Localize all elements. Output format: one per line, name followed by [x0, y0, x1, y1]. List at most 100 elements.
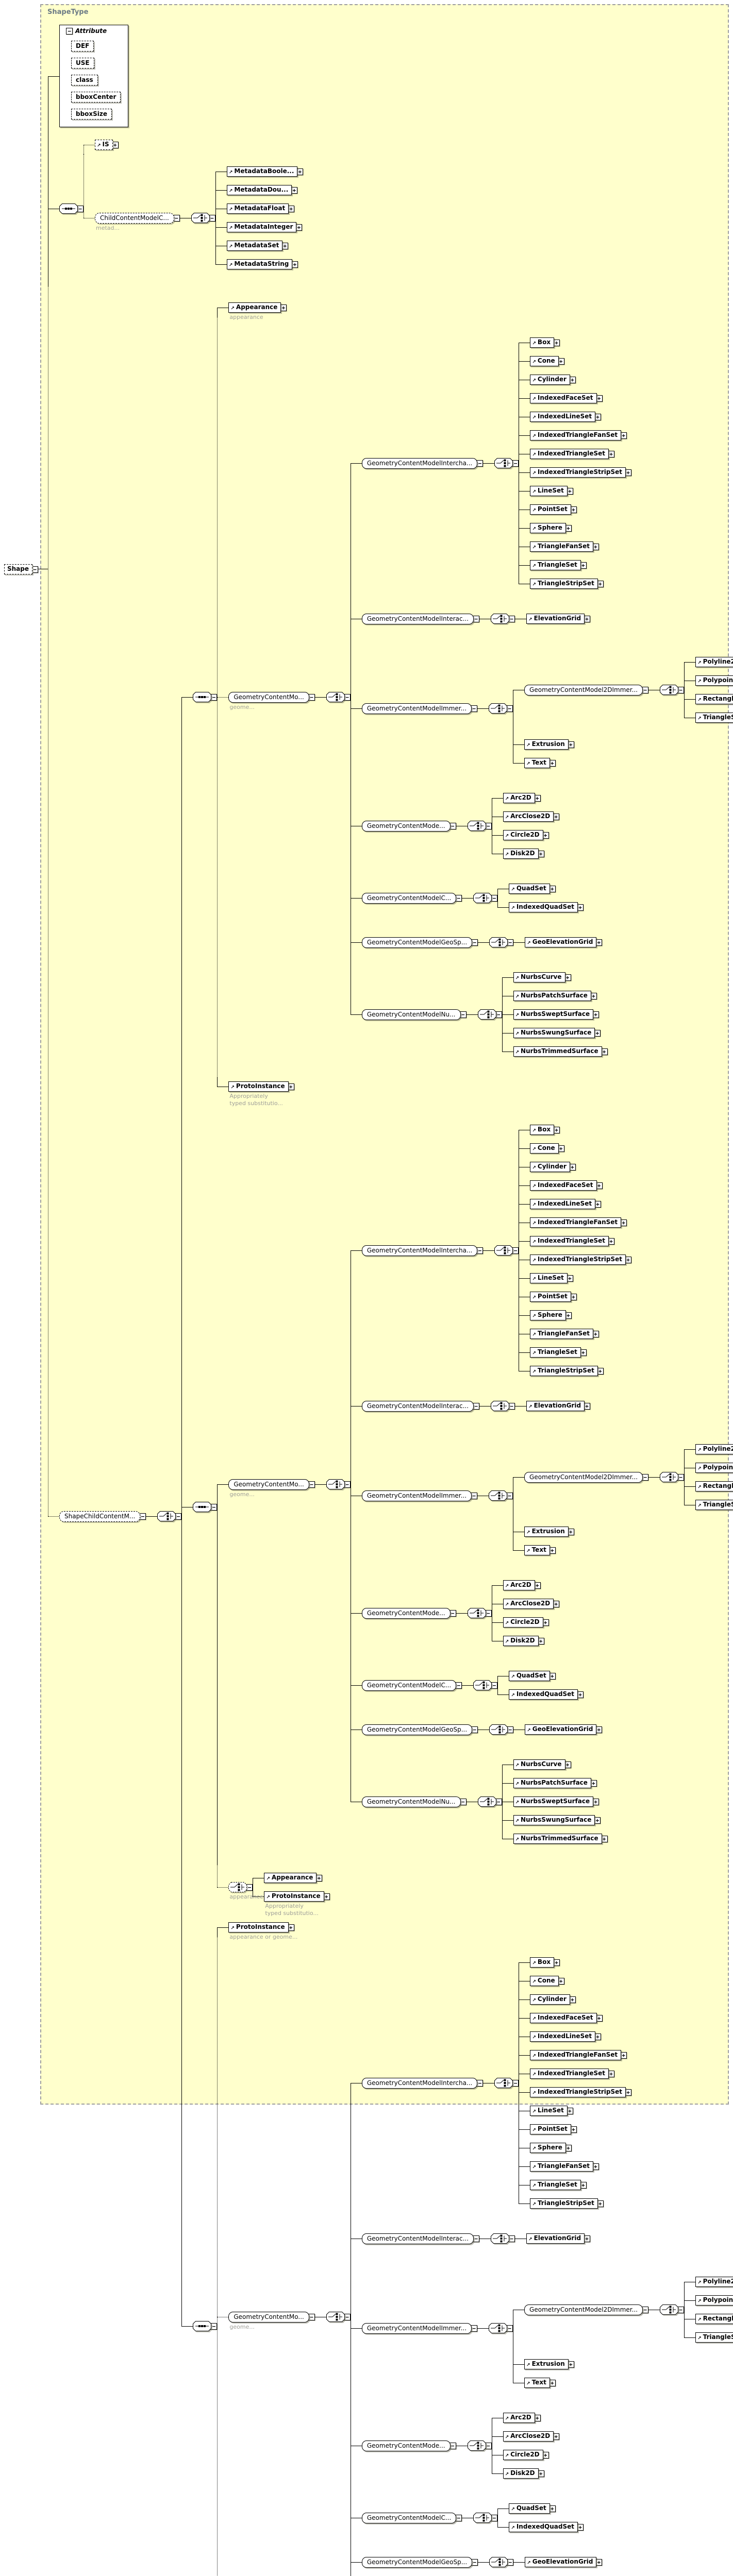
expand-toggle[interactable]: +	[577, 904, 584, 911]
element-nurbscurve[interactable]: ↗NurbsCurve	[513, 972, 565, 982]
element-nurbsswungsurface[interactable]: ↗NurbsSwungSurface	[513, 1028, 595, 1038]
element-cone[interactable]: ↗Cone	[530, 1143, 559, 1154]
element-indexedfaceset[interactable]: ↗IndexedFaceSet	[530, 2013, 597, 2023]
expand-toggle[interactable]: +	[548, 1672, 556, 1680]
element-indexedtrianglefanset[interactable]: ↗IndexedTriangleFanSet	[530, 2050, 622, 2060]
element-triangleset2d[interactable]: ↗TriangleSet2D	[695, 2332, 733, 2343]
group-shapechildcontentm[interactable]: ShapeChildContentM...	[59, 1511, 141, 1522]
group-geometrycontentmo[interactable]: GeometryContentMo...	[228, 691, 309, 703]
choice-indicator[interactable]	[473, 2513, 492, 2523]
element-pointset[interactable]: ↗PointSet	[530, 2124, 571, 2134]
element-triangleset2d[interactable]: ↗TriangleSet2D	[695, 713, 733, 723]
expand-toggle[interactable]: +	[584, 615, 591, 622]
collapse-toggle[interactable]: −	[642, 686, 649, 693]
expand-toggle[interactable]: +	[625, 2089, 632, 2096]
element-sphere[interactable]: ↗Sphere	[530, 2143, 566, 2153]
element-arcclose2d[interactable]: ↗ArcClose2D	[503, 1599, 554, 1609]
expand-toggle[interactable]: +	[564, 974, 571, 981]
element-disk2d[interactable]: ↗Disk2D	[503, 1636, 539, 1646]
element-metadatainteger[interactable]: ↗MetadataInteger	[226, 222, 297, 232]
group-geometrycontentmodelimmer[interactable]: GeometryContentModelImmer...	[361, 2323, 472, 2334]
element-indexedquadset[interactable]: ↗IndexedQuadSet	[509, 2522, 578, 2532]
element-lineset[interactable]: ↗LineSet	[530, 1273, 568, 1283]
expand-toggle[interactable]: +	[288, 205, 295, 212]
element-polyline2d[interactable]: ↗Polyline2D	[695, 657, 733, 667]
group-geometrycontentmodelc[interactable]: GeometryContentModelC...	[361, 892, 457, 904]
element-extrusion[interactable]: ↗Extrusion	[524, 1527, 569, 1537]
group-geometrycontentmodelnu[interactable]: GeometryContentModelNu...	[361, 1796, 461, 1807]
expand-toggle[interactable]: +	[548, 1547, 556, 1554]
expand-toggle[interactable]: +	[592, 1798, 599, 1805]
group-geometrycontentmodelgeosp[interactable]: GeometryContentModelGeoSp...	[361, 937, 473, 948]
choice-indicator[interactable]	[660, 685, 679, 695]
expand-toggle[interactable]: +	[594, 1200, 602, 1208]
element-cylinder[interactable]: ↗Cylinder	[530, 1162, 570, 1172]
collapse-toggle[interactable]: −	[246, 1884, 253, 1891]
collapse-toggle[interactable]: −	[210, 693, 218, 701]
expand-toggle[interactable]: +	[569, 1163, 576, 1171]
choice-indicator[interactable]	[660, 2304, 679, 2315]
element-indexedlineset[interactable]: ↗IndexedLineSet	[530, 2031, 596, 2042]
element-arc2d[interactable]: ↗Arc2D	[503, 1580, 535, 1590]
element-shape[interactable]: Shape	[4, 564, 33, 574]
element-indexedfaceset[interactable]: ↗IndexedFaceSet	[530, 1180, 597, 1191]
collapse-toggle[interactable]: −	[476, 1247, 484, 1254]
element-arc2d[interactable]: ↗Arc2D	[503, 793, 535, 803]
element-text[interactable]: ↗Text	[524, 2378, 550, 2388]
element-nurbspatchsurface[interactable]: ↗NurbsPatchSurface	[513, 991, 591, 1001]
element-metadatastring[interactable]: ↗MetadataString	[226, 259, 293, 269]
element-metadatadou[interactable]: ↗MetadataDou...	[226, 185, 292, 195]
element-extrusion[interactable]: ↗Extrusion	[524, 2359, 569, 2369]
element-lineset[interactable]: ↗LineSet	[530, 486, 568, 496]
element-metadataboole[interactable]: ↗MetadataBoole...	[226, 166, 298, 177]
group-geometrycontentmo[interactable]: GeometryContentMo...	[228, 2311, 309, 2323]
element-indexedtrianglestripset[interactable]: ↗IndexedTriangleStripSet	[530, 467, 626, 478]
group-geometrycontentmode[interactable]: GeometryContentMode...	[361, 820, 451, 832]
element-pointset[interactable]: ↗PointSet	[530, 504, 571, 515]
element-trianglestripset[interactable]: ↗TriangleStripSet	[530, 2198, 598, 2209]
element-indexedquadset[interactable]: ↗IndexedQuadSet	[509, 1689, 578, 1700]
element-metadatafloat[interactable]: ↗MetadataFloat	[226, 204, 289, 214]
sequence-indicator[interactable]	[193, 2321, 212, 2331]
element-text[interactable]: ↗Text	[524, 758, 550, 768]
collapse-toggle[interactable]: −	[471, 1726, 478, 1733]
element-cone[interactable]: ↗Cone	[530, 1976, 559, 1986]
element-triangleset[interactable]: ↗TriangleSet	[530, 2180, 581, 2190]
element-sphere[interactable]: ↗Sphere	[530, 1310, 566, 1320]
element-indexedfaceset[interactable]: ↗IndexedFaceSet	[530, 393, 597, 403]
attribute-use[interactable]: USE	[71, 58, 94, 69]
collapse-toggle[interactable]: −	[455, 2514, 462, 2521]
choice-indicator[interactable]	[489, 1724, 508, 1735]
collapse-toggle[interactable]: −	[471, 2558, 478, 2566]
element-quadset[interactable]: ↗QuadSet	[509, 884, 550, 894]
element-triangleset[interactable]: ↗TriangleSet	[530, 1347, 581, 1358]
element-polypoint2d[interactable]: ↗Polypoint2D	[695, 1463, 733, 1473]
element-box[interactable]: ↗Box	[530, 1957, 555, 1968]
choice-indicator[interactable]	[473, 1680, 492, 1690]
collapse-toggle[interactable]: −	[449, 1609, 456, 1617]
element-lineset[interactable]: ↗LineSet	[530, 2106, 568, 2116]
expand-toggle[interactable]: +	[595, 395, 603, 402]
group-geometrycontentmodel2dimmer[interactable]: GeometryContentModel2DImmer...	[524, 2304, 643, 2315]
group-geometrycontentmodelgeosp[interactable]: GeometryContentModelGeoSp...	[361, 2556, 473, 2568]
sequence-indicator[interactable]	[59, 204, 78, 214]
element-elevationgrid[interactable]: ↗ElevationGrid	[526, 1401, 585, 1411]
collapse-toggle[interactable]: −	[512, 1247, 519, 1254]
choice-indicator[interactable]	[489, 1490, 508, 1501]
element-polypoint2d[interactable]: ↗Polypoint2D	[695, 2295, 733, 2306]
element-nurbscurve[interactable]: ↗NurbsCurve	[513, 1759, 565, 1770]
attribute-def[interactable]: DEF	[71, 41, 94, 52]
element-indexedtrianglefanset[interactable]: ↗IndexedTriangleFanSet	[530, 1217, 622, 1228]
element-triangleset[interactable]: ↗TriangleSet	[530, 560, 581, 570]
element-disk2d[interactable]: ↗Disk2D	[503, 849, 539, 859]
element-circle2d[interactable]: ↗Circle2D	[503, 2450, 543, 2460]
element-circle2d[interactable]: ↗Circle2D	[503, 830, 543, 840]
element-rectangle2d[interactable]: ↗Rectangle2D	[695, 694, 733, 704]
element-disk2d[interactable]: ↗Disk2D	[503, 2468, 539, 2479]
element-quadset[interactable]: ↗QuadSet	[509, 2503, 550, 2514]
element-arcclose2d[interactable]: ↗ArcClose2D	[503, 2431, 554, 2442]
element-box[interactable]: ↗Box	[530, 337, 555, 348]
element-indexedlineset[interactable]: ↗IndexedLineSet	[530, 1199, 596, 1209]
expand-toggle[interactable]: +	[537, 1637, 544, 1645]
element-indexedtriangleset[interactable]: ↗IndexedTriangleSet	[530, 1236, 609, 1246]
